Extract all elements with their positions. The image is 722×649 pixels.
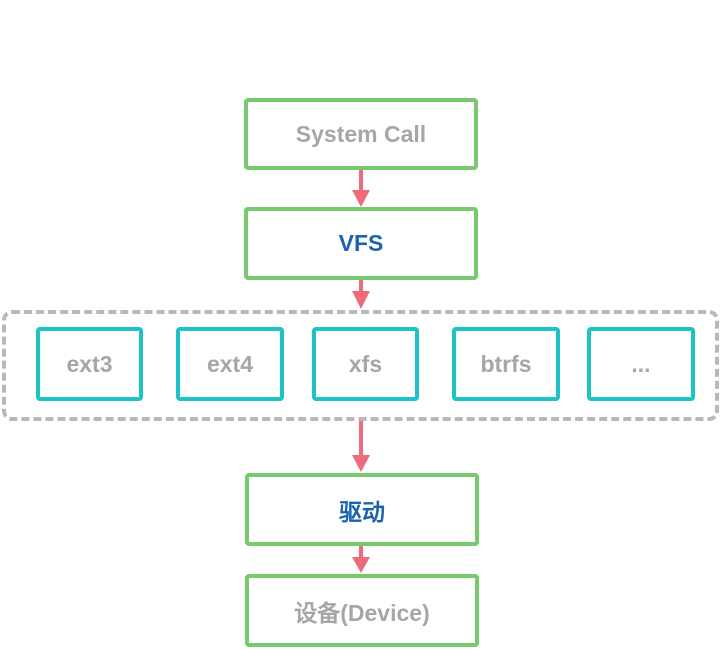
driver-box: 驱动: [245, 473, 479, 546]
filesystem-ext4-box: ext4: [176, 327, 284, 401]
filesystem-ext3-box: ext3: [36, 327, 143, 401]
arrow-filesystems-to-driver: [352, 421, 370, 472]
filesystem-xfs-box: xfs: [312, 327, 419, 401]
filesystem-btrfs-box: btrfs: [452, 327, 560, 401]
vfs-box: VFS: [244, 207, 478, 280]
system-call-box: System Call: [244, 98, 478, 170]
filesystem-more-box: ...: [587, 327, 695, 401]
arrow-driver-to-device: [352, 546, 370, 573]
arrow-vfs-to-filesystems: [352, 280, 370, 309]
arrow-syscall-to-vfs: [352, 170, 370, 207]
device-box: 设备(Device): [245, 574, 479, 647]
filesystem-group: [2, 310, 719, 421]
